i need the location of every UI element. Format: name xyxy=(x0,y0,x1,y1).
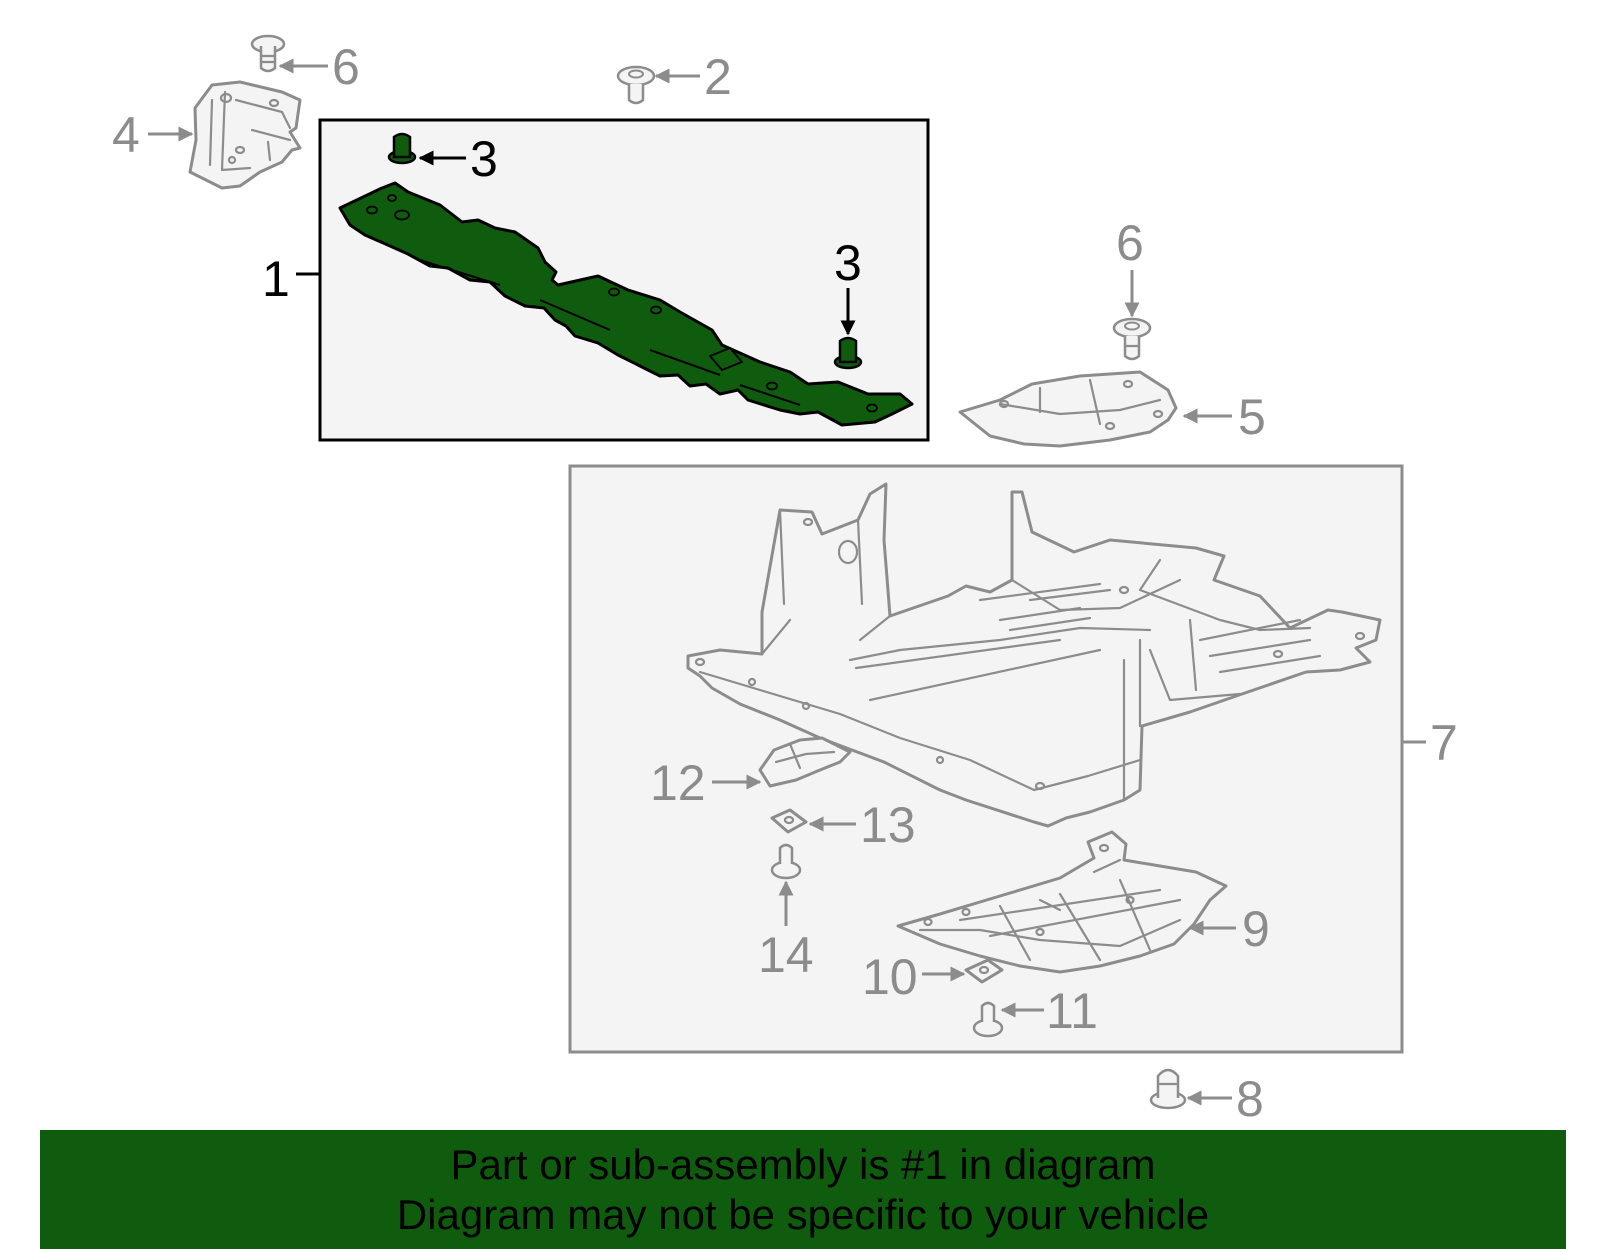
bracket-icon[interactable] xyxy=(758,736,852,788)
info-banner: Part or sub-assembly is #1 in diagram Di… xyxy=(40,1130,1566,1249)
clip-nut-icon[interactable] xyxy=(964,958,1004,984)
callout-7: 7 xyxy=(1430,715,1458,771)
banner-line-2: Diagram may not be specific to your vehi… xyxy=(396,1190,1210,1238)
callout-14: 14 xyxy=(758,927,814,983)
callout-11: 11 xyxy=(1046,983,1098,1039)
clip-fastener-icon[interactable] xyxy=(387,132,417,165)
push-rivet-icon[interactable] xyxy=(616,65,656,105)
undercover-icon[interactable] xyxy=(896,830,1228,974)
callout-6b: 6 xyxy=(1116,215,1144,271)
splash-guard-icon[interactable] xyxy=(958,370,1178,448)
undercover-icon[interactable] xyxy=(686,482,1382,828)
callout-12: 12 xyxy=(650,755,706,811)
callout-10: 10 xyxy=(862,949,918,1005)
bracket-icon[interactable] xyxy=(188,80,302,190)
callout-6a: 6 xyxy=(332,39,360,95)
callout-3b: 3 xyxy=(834,235,862,291)
callout-9: 9 xyxy=(1242,901,1270,957)
callout-8: 8 xyxy=(1236,1071,1264,1127)
banner-line-1: Part or sub-assembly is #1 in diagram xyxy=(450,1140,1156,1188)
callout-1: 1 xyxy=(262,251,290,307)
push-rivet-icon[interactable] xyxy=(1112,317,1152,361)
callout-5: 5 xyxy=(1238,389,1266,445)
push-rivet-icon[interactable] xyxy=(1149,1068,1187,1110)
push-rivet-icon[interactable] xyxy=(770,843,802,880)
splash-shield-icon[interactable] xyxy=(338,181,914,427)
callout-4: 4 xyxy=(112,107,140,163)
callout-3a: 3 xyxy=(470,131,498,187)
push-rivet-icon[interactable] xyxy=(972,1001,1004,1038)
push-rivet-icon[interactable] xyxy=(250,34,286,73)
callout-13: 13 xyxy=(860,797,916,853)
clip-fastener-icon[interactable] xyxy=(833,336,863,370)
callout-2: 2 xyxy=(704,49,732,105)
clip-nut-icon[interactable] xyxy=(770,808,808,834)
